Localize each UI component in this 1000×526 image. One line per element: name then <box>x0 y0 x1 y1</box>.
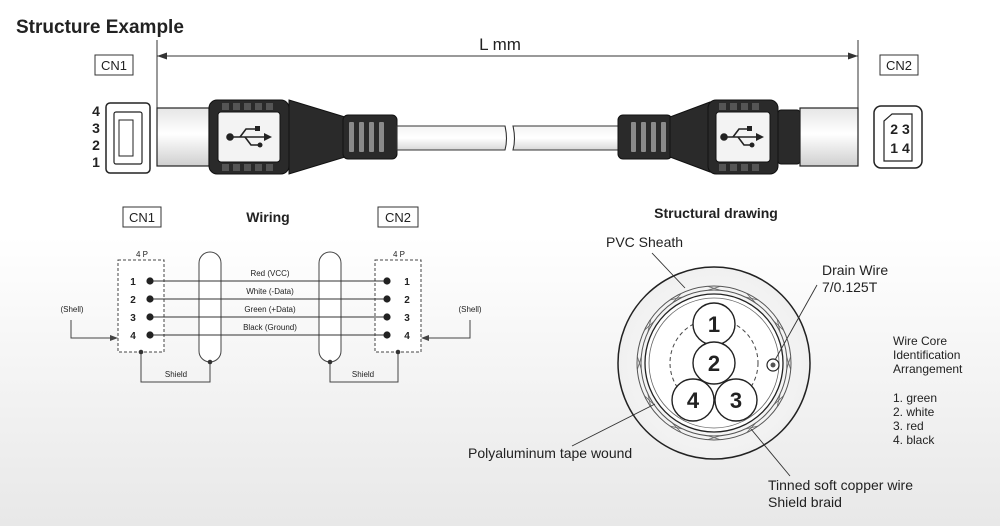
usb-icon <box>720 126 764 148</box>
cn1-plug-body <box>156 99 398 175</box>
left-connector-box <box>117 259 165 353</box>
right-connector-box <box>374 259 422 353</box>
core-3 <box>714 378 758 422</box>
wire-label: Red (VCC) <box>250 269 289 278</box>
id-heading-1: Wire Core <box>893 334 947 348</box>
right-shield-tube <box>318 251 342 363</box>
id-item-4: 4. black <box>893 433 935 447</box>
cn1-pin-2: 2 <box>92 137 100 153</box>
usb-icon <box>226 126 272 148</box>
right-pin-number: 4 <box>404 331 410 342</box>
tape-label: Polyaluminum tape wound <box>468 445 632 461</box>
cn1-label-box <box>94 54 134 76</box>
cn1-pin-3: 3 <box>92 120 100 136</box>
core-3-label: 3 <box>730 388 742 413</box>
id-heading-2: Identification <box>893 348 960 362</box>
core-4-label: 4 <box>687 388 700 413</box>
cn1-pin-1: 1 <box>92 154 100 170</box>
cn2-pins-top: 2 3 <box>890 121 910 137</box>
cn2-pins-bottom: 1 4 <box>890 140 910 156</box>
wiring-cn2-label: CN2 <box>385 210 411 225</box>
core-2-label: 2 <box>708 351 720 376</box>
braid-label-line2: Shield braid <box>768 494 842 510</box>
cross-section-drawing: Structural drawing 1 2 4 3 PVC Sheath Dr… <box>468 205 913 510</box>
left-pin-count: 4 P <box>136 250 148 259</box>
cn2-label: CN2 <box>886 58 912 73</box>
cable <box>396 125 621 151</box>
left-pin-number: 4 <box>130 331 136 342</box>
left-pin-number: 2 <box>130 295 136 306</box>
cn2-connector-face <box>873 105 923 169</box>
id-item-1: 1. green <box>893 391 937 405</box>
cn2-plug-body <box>617 99 859 175</box>
id-item-2: 2. white <box>893 405 935 419</box>
left-shield-label: Shield <box>165 370 187 379</box>
pvc-sheath-label: PVC Sheath <box>606 234 683 250</box>
drain-wire-label: Drain Wire <box>822 262 888 278</box>
core-2 <box>692 341 736 385</box>
right-pin-dot <box>383 313 391 321</box>
left-pin-dot <box>146 331 154 339</box>
left-pin-number: 3 <box>130 313 136 324</box>
left-pin-dot <box>146 295 154 303</box>
wiring-title: Wiring <box>246 209 289 225</box>
left-shell-label: (Shell) <box>60 305 83 314</box>
cn1-connector-face <box>105 102 151 174</box>
id-item-3: 3. red <box>893 419 924 433</box>
right-shell-label: (Shell) <box>458 305 481 314</box>
right-pin-dot <box>383 331 391 339</box>
wire-label: Green (+Data) <box>244 305 296 314</box>
wiring-cn2-box <box>377 206 419 228</box>
braid-label-line1: Tinned soft copper wire <box>768 477 913 493</box>
wiring-cn1-box <box>122 206 162 228</box>
wiring-diagram: Wiring CN1 CN2 4 P 4 P Red (VCC) White (-… <box>60 206 482 383</box>
right-pin-count: 4 P <box>393 250 405 259</box>
cn1-pin-4: 4 <box>92 103 100 119</box>
shield-braid-ring <box>636 285 792 441</box>
length-label: L mm <box>479 35 521 54</box>
cable-drawing: L mm CN1 CN2 4 3 2 1 <box>92 35 923 175</box>
id-heading-3: Arrangement <box>893 362 963 376</box>
right-pin-number: 2 <box>404 295 410 306</box>
cn2-label-box <box>879 54 919 76</box>
right-pin-number: 3 <box>404 313 410 324</box>
core-identification-legend: Wire Core Identification Arrangement 1. … <box>893 334 963 447</box>
right-pin-dot <box>383 295 391 303</box>
wiring-cn1-label: CN1 <box>129 210 155 225</box>
cn1-label: CN1 <box>101 58 127 73</box>
wire-label: Black (Ground) <box>243 323 297 332</box>
right-pin-dot <box>383 277 391 285</box>
core-1-label: 1 <box>708 312 720 337</box>
structural-title: Structural drawing <box>654 205 778 221</box>
left-shield-tube <box>198 251 222 363</box>
left-pin-dot <box>146 313 154 321</box>
left-pin-dot <box>146 277 154 285</box>
right-pin-number: 1 <box>404 277 410 288</box>
core-4 <box>671 378 715 422</box>
page-title: Structure Example <box>16 17 184 38</box>
drain-wire-spec: 7/0.125T <box>822 279 878 295</box>
left-pin-number: 1 <box>130 277 136 288</box>
wire-label: White (-Data) <box>246 287 294 296</box>
right-shield-label: Shield <box>352 370 374 379</box>
